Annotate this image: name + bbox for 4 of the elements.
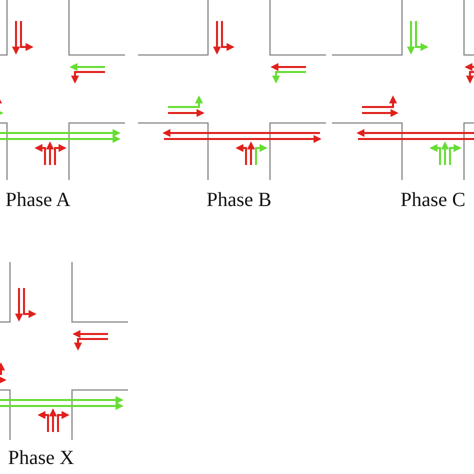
phase-label: Phase B xyxy=(206,188,272,212)
phase-label: Phase A xyxy=(6,188,70,212)
phase-label: Phase C xyxy=(400,188,466,212)
phase-label: Phase X xyxy=(8,446,74,470)
